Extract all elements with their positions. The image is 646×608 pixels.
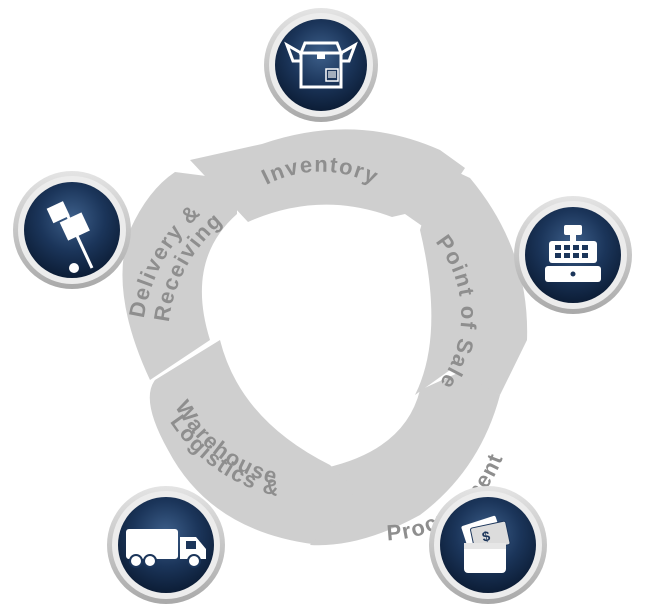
- badge-point-of-sale: [514, 196, 632, 314]
- svg-text:$: $: [481, 528, 492, 545]
- segment-point-of-sale: [415, 164, 528, 395]
- badge-logistics: [107, 486, 225, 604]
- cash-register-icon: [545, 225, 601, 282]
- money-wallet-icon: $: [461, 515, 511, 573]
- segment-inventory: [190, 129, 465, 228]
- hand-truck-icon: [46, 201, 94, 273]
- badge-delivery: [13, 171, 131, 289]
- open-box-barcode-icon: [284, 41, 358, 89]
- segment-logistics: [149, 340, 356, 544]
- delivery-truck-icon: [126, 529, 206, 568]
- badge-procurement: $: [429, 486, 547, 604]
- badge-inventory: [264, 8, 378, 122]
- segment-delivery: [122, 172, 237, 380]
- cycle-ring: [122, 129, 528, 546]
- segment-procurement: [310, 372, 500, 546]
